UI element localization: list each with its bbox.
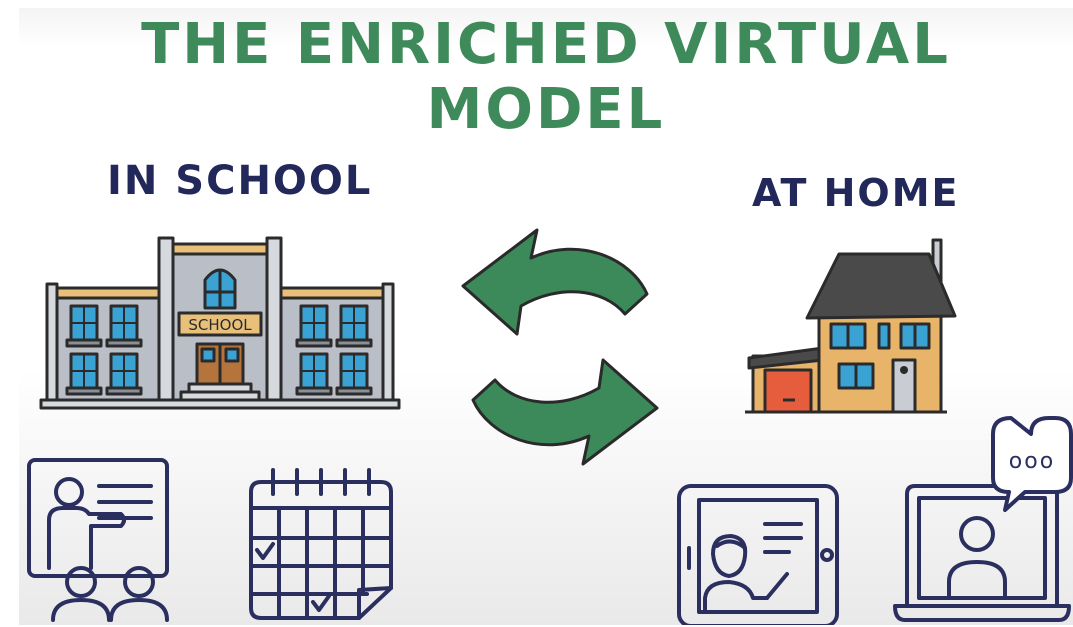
at-home-label: AT HOME: [752, 171, 960, 215]
calendar-icon: [249, 468, 393, 620]
laptop-chat-icon: [893, 416, 1073, 622]
slide-title: THE ENRICHED VIRTUAL MODEL: [141, 12, 951, 142]
illustration-layer: SCHOOL: [27, 228, 1073, 625]
in-school-label: IN SCHOOL: [107, 158, 373, 204]
school-sign-text: SCHOOL: [188, 316, 252, 334]
slide: THE ENRICHED VIRTUAL MODEL IN SCHOOL AT …: [19, 8, 1073, 625]
classroom-teacher-icon: [27, 458, 169, 622]
school-building-icon: [39, 236, 401, 410]
house-icon: [745, 238, 957, 414]
tablet-teacher-icon: [677, 484, 839, 625]
cycle-arrows-icon: [461, 228, 659, 466]
chat-bubble-dots: ooo: [1009, 449, 1055, 474]
